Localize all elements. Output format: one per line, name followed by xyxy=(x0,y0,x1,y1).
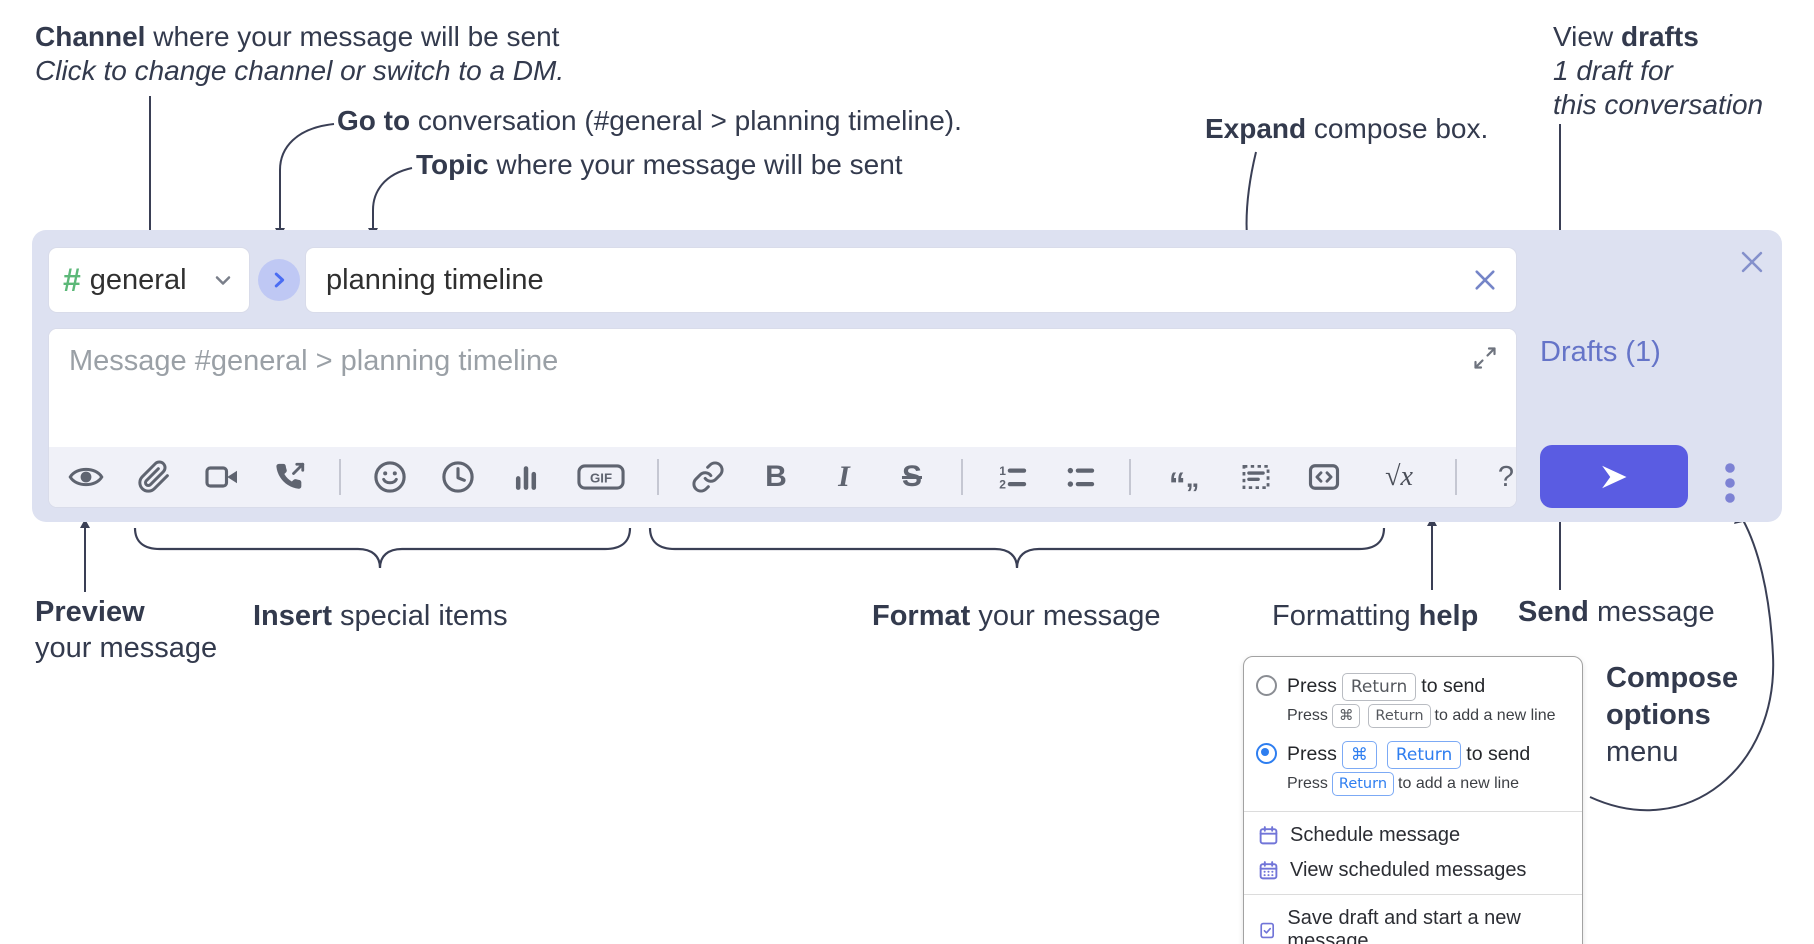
quote-icon[interactable]: “ ” xyxy=(1168,466,1200,508)
emoji-icon[interactable] xyxy=(371,457,409,497)
svg-text:1: 1 xyxy=(999,464,1006,478)
go-to-conversation-button[interactable] xyxy=(258,259,300,301)
insert-label: Insert special items xyxy=(253,600,508,632)
calendar-grid-icon xyxy=(1259,861,1278,880)
drafts-annotation: View drafts 1 draft for this conversatio… xyxy=(1553,21,1764,120)
section-braces xyxy=(133,527,1386,569)
topic-input[interactable] xyxy=(324,262,1472,298)
poll-icon[interactable] xyxy=(507,457,545,497)
format-label: Format your message xyxy=(872,600,1161,632)
key-return: Return xyxy=(1331,772,1395,796)
attach-file-icon[interactable] xyxy=(135,457,173,497)
math-icon[interactable]: √x xyxy=(1385,461,1413,492)
voice-call-icon[interactable] xyxy=(271,457,309,497)
drafts-link[interactable]: Drafts (1) xyxy=(1540,336,1661,368)
save-draft-item[interactable]: Save draft and start a new message xyxy=(1244,901,1582,944)
goto-annotation: Go to conversation (#general > planning … xyxy=(337,105,962,136)
send-icon xyxy=(1602,465,1627,488)
send-message-label: Send message xyxy=(1518,596,1715,628)
toolbar-divider xyxy=(657,459,659,495)
key-cmd: ⌘ xyxy=(1341,741,1377,769)
key-return: Return xyxy=(1368,704,1431,728)
radio-unselected-icon[interactable] xyxy=(1256,675,1277,696)
channel-hash-icon: # xyxy=(63,261,81,298)
expand-annotation: Expand compose box. xyxy=(1205,113,1489,144)
video-call-icon[interactable] xyxy=(203,457,241,497)
bold-icon[interactable]: B xyxy=(765,460,787,493)
toolbar-divider xyxy=(339,459,341,495)
message-input[interactable] xyxy=(49,329,1516,447)
formatting-help-label: Formatting help xyxy=(1272,600,1479,632)
send-button[interactable] xyxy=(1540,445,1688,508)
strikethrough-icon[interactable]: S xyxy=(901,460,922,493)
svg-text:GIF: GIF xyxy=(590,471,612,486)
bulleted-list-icon[interactable] xyxy=(1061,457,1099,497)
link-icon[interactable] xyxy=(689,457,727,497)
expand-compose-icon[interactable] xyxy=(1472,345,1498,371)
channel-selector[interactable]: # general xyxy=(48,247,250,313)
gif-icon[interactable]: GIF xyxy=(575,457,627,497)
key-return: Return xyxy=(1341,673,1417,701)
toolbar-divider xyxy=(961,459,963,495)
chevron-down-icon xyxy=(215,276,231,285)
view-scheduled-messages-item[interactable]: View scheduled messages xyxy=(1244,853,1582,888)
svg-text:2: 2 xyxy=(999,477,1006,491)
italic-icon[interactable]: I xyxy=(838,460,850,493)
preview-icon[interactable] xyxy=(67,457,105,497)
toolbar-divider xyxy=(1129,459,1131,495)
message-formatting-help-icon[interactable]: ? xyxy=(1497,460,1515,493)
compose-options-menu-icon[interactable] xyxy=(1720,458,1740,510)
channel-name: general xyxy=(89,263,187,296)
topic-input-wrap xyxy=(305,247,1517,313)
topic-annotation: Topic where your message will be sent xyxy=(416,149,903,180)
preview-label: Preview your message xyxy=(35,596,218,664)
key-cmd: ⌘ xyxy=(1331,704,1361,728)
save-draft-icon xyxy=(1260,922,1275,938)
clear-topic-icon[interactable] xyxy=(1472,267,1498,293)
schedule-message-item[interactable]: Schedule message xyxy=(1244,818,1582,853)
toolbar-divider xyxy=(1455,459,1457,495)
compose-box: # general xyxy=(32,230,1782,522)
chevron-right-icon xyxy=(274,272,285,288)
compose-options-label: Compose options menu xyxy=(1606,662,1739,768)
message-area: GIF B I S 12 “ ” xyxy=(48,328,1517,508)
global-time-icon[interactable] xyxy=(439,457,477,497)
channel-annotation: Channel where your message will be sent … xyxy=(35,21,565,86)
close-compose-icon[interactable] xyxy=(1732,242,1772,282)
calendar-icon xyxy=(1259,826,1278,845)
popup-divider xyxy=(1244,811,1582,812)
code-icon[interactable] xyxy=(1305,457,1343,497)
radio-selected-icon[interactable] xyxy=(1256,743,1277,764)
key-return: Return xyxy=(1386,741,1462,769)
popup-divider xyxy=(1244,894,1582,895)
spoiler-icon[interactable] xyxy=(1237,457,1275,497)
